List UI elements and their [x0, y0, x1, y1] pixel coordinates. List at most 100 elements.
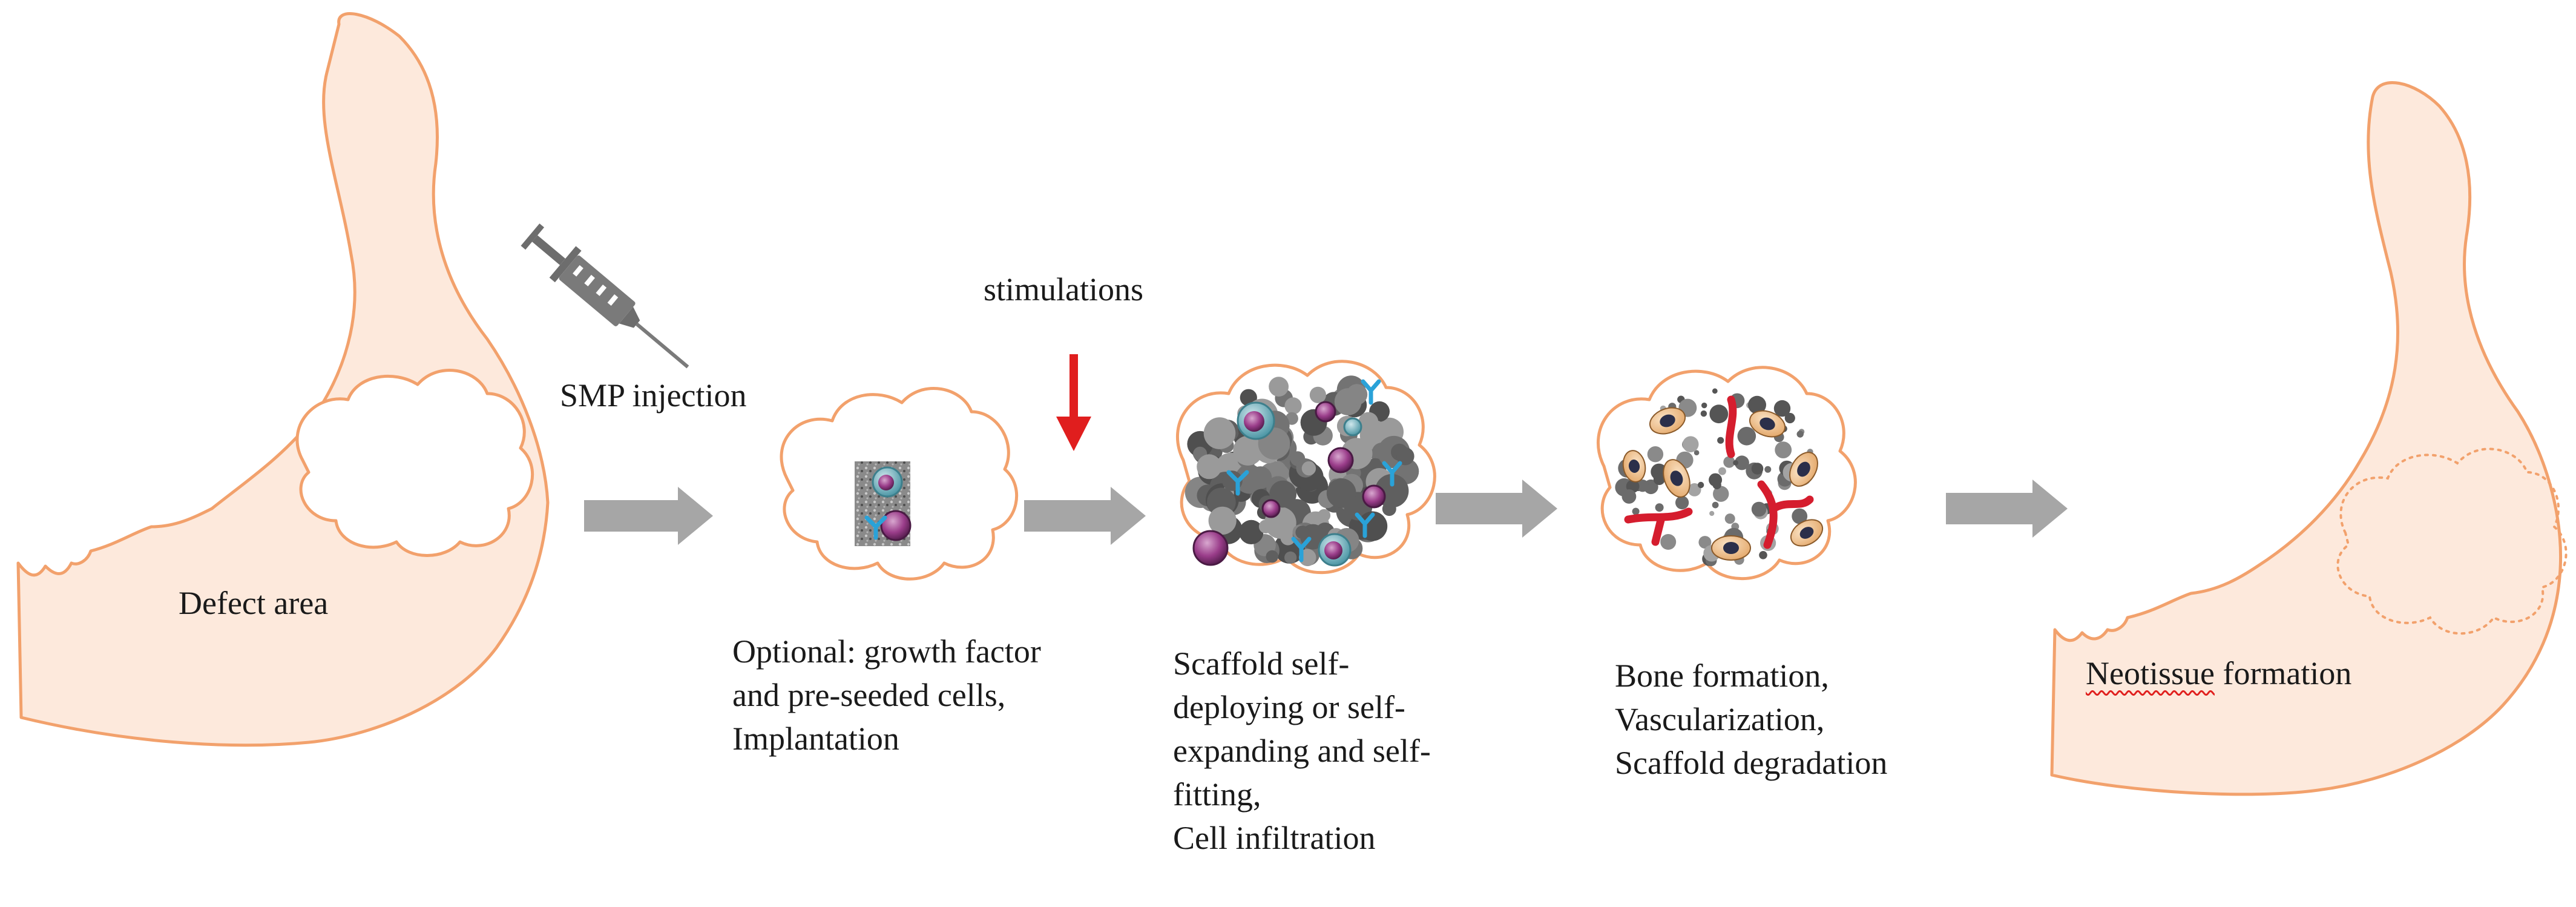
- scaffold-particle: [1697, 481, 1704, 489]
- scaffold-particle: [1396, 447, 1414, 466]
- scaffold-particle: [1301, 461, 1316, 476]
- neotissue-label: Neotissue formation: [2086, 651, 2351, 695]
- osteoblast: [1749, 410, 1786, 438]
- cell: [878, 475, 894, 490]
- infiltrating-cells: [1192, 401, 1386, 567]
- scaffold-particle: [1675, 496, 1689, 510]
- scaffold-particle: [1712, 501, 1719, 509]
- scaffold-particle: [1700, 410, 1707, 417]
- scaffold-particle: [1258, 519, 1273, 533]
- scaffold-particle: [1687, 483, 1701, 496]
- optional-line-1: Optional: growth factor: [732, 633, 1041, 670]
- osteoblast: [1622, 450, 1646, 483]
- cell: [1343, 417, 1362, 437]
- scaffold-particle: [1724, 513, 1735, 524]
- scaffold-particle: [1632, 507, 1640, 515]
- scaffold-particle: [1773, 400, 1791, 417]
- scaffold-particle: [1266, 550, 1279, 563]
- bone-line-2: Vascularization,: [1615, 701, 1825, 737]
- cell: [1261, 499, 1281, 518]
- scaffold-particle: [1733, 460, 1739, 466]
- scaffold-line-2: deploying or self-: [1173, 689, 1405, 725]
- cell: [880, 510, 912, 541]
- syringe-icon: [521, 223, 689, 369]
- cell: [1315, 401, 1336, 423]
- defect-area-label: Defect area: [179, 585, 329, 621]
- optional-label: Optional: growth factor and pre-seeded c…: [732, 630, 1041, 760]
- scaffold-particle: [1326, 478, 1356, 508]
- jaw-left: [16, 12, 550, 747]
- scaffold-particle: [1701, 402, 1707, 409]
- right-arrow-icon: [584, 487, 713, 545]
- scaffold-particle: [1709, 404, 1729, 424]
- osteoblast: [1790, 519, 1824, 547]
- smp-injection-label: SMP injection: [560, 377, 747, 414]
- osteoblast: [1711, 535, 1751, 561]
- right-arrow-icon: [1024, 487, 1146, 545]
- bone-line-1: Bone formation,: [1615, 658, 1829, 694]
- osteoblast: [1789, 452, 1818, 487]
- scaffold-particle: [1748, 395, 1766, 414]
- scaffold-line-4: fitting,: [1173, 776, 1261, 813]
- optional-line-2: and pre-seeded cells,: [732, 677, 1006, 713]
- scaffold-particle: [1709, 473, 1723, 487]
- scaffold-particle: [1295, 526, 1309, 539]
- scaffold-particle: [1709, 510, 1715, 516]
- neotissue-word: Neotissue: [2086, 655, 2215, 691]
- scaffold-particle: [1698, 536, 1712, 549]
- scaffold-particle: [1197, 454, 1222, 480]
- scaffold-particle: [1203, 417, 1236, 449]
- scaffold-particle: [1208, 506, 1237, 535]
- scaffold-particle: [1682, 436, 1699, 452]
- stimulations-label: stimulations: [984, 271, 1144, 308]
- down-arrow-icon: [1056, 354, 1091, 451]
- scaffold-line-5: Cell infiltration: [1173, 820, 1376, 856]
- scaffold-particle: [1784, 412, 1795, 424]
- healed-defect-outline: [2336, 447, 2568, 635]
- scaffold-particle: [1233, 435, 1263, 466]
- bone-label: Bone formation, Vascularization, Scaffol…: [1615, 654, 1887, 785]
- scaffold-particle: [1655, 503, 1664, 512]
- optional-line-3: Implantation: [732, 721, 899, 757]
- scaffold-line-1: Scaffold self-: [1173, 645, 1350, 682]
- bone-line-3: Scaffold degradation: [1615, 745, 1888, 781]
- scaffold-particle: [1737, 427, 1756, 446]
- scaffold-particle: [1759, 551, 1767, 559]
- cell: [1362, 484, 1386, 509]
- jaw-right: [2050, 81, 2568, 796]
- scaffold-particle: [1751, 463, 1764, 475]
- scaffold-particle: [1284, 397, 1302, 415]
- cell: [1327, 447, 1354, 473]
- scaffold-particle: [1239, 519, 1264, 545]
- antibodies: [1226, 379, 1402, 562]
- jaw-right-shape: [2050, 81, 2563, 796]
- osteoblast: [1649, 407, 1686, 435]
- scaffold-particle: [1734, 455, 1749, 470]
- right-arrow-icon: [1436, 480, 1557, 538]
- scaffold-particle: [1318, 509, 1331, 522]
- scaffold-particle: [1636, 480, 1649, 492]
- scaffold-particle: [1712, 388, 1718, 394]
- scaffold-particle: [1269, 377, 1289, 397]
- scaffold-particle: [1622, 489, 1637, 504]
- neotissue-rest: formation: [2214, 655, 2352, 691]
- osteoblast: [1663, 459, 1690, 498]
- scaffold-particle: [1717, 437, 1724, 444]
- right-arrow-icon: [1946, 480, 2068, 538]
- scaffold-particle: [1751, 501, 1767, 517]
- defect-cloud-left: [295, 369, 534, 557]
- scaffold-particle: [1284, 551, 1297, 564]
- antibody: [864, 515, 887, 540]
- scaffold-label: Scaffold self- deploying or self- expand…: [1173, 642, 1431, 860]
- scaffold-particle: [1792, 508, 1808, 524]
- cell: [1324, 541, 1342, 559]
- osteoblasts: [1622, 407, 1824, 561]
- scaffold-particle: [1235, 464, 1264, 494]
- implant-cloud: [780, 387, 1019, 581]
- scaffold-particle: [1346, 384, 1368, 405]
- scaffold-particle: [1358, 412, 1379, 432]
- scaffold-particle: [1723, 456, 1735, 468]
- bone-formation-cloud: [1597, 366, 1857, 581]
- scaffold-particle: [1694, 450, 1700, 455]
